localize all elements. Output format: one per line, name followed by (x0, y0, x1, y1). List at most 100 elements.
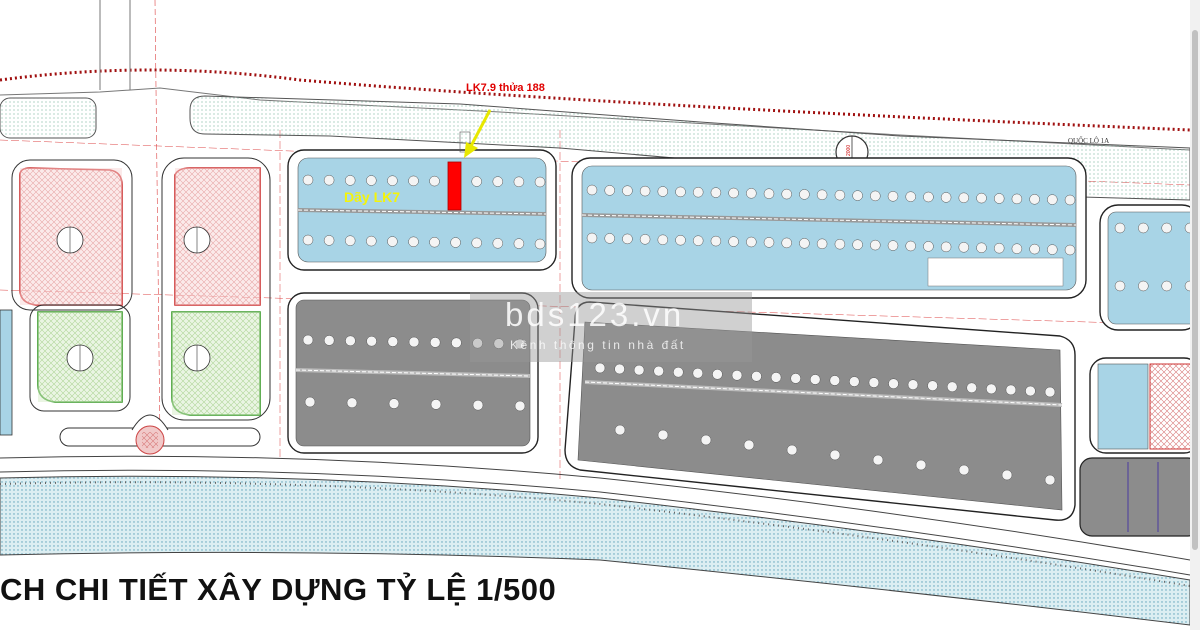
lot-marker-icon (1064, 194, 1076, 206)
lot-marker-icon (471, 176, 482, 187)
vertical-scrollbar[interactable] (1190, 0, 1200, 630)
lot-marker-icon (781, 188, 792, 200)
lot-marker-icon (940, 192, 952, 203)
lot-marker-icon (1011, 243, 1023, 254)
lot-marker-icon (472, 337, 483, 349)
lot-marker-icon (1044, 386, 1056, 398)
lot-marker-icon (710, 235, 722, 247)
lot-marker-icon (492, 176, 504, 187)
lot-marker-icon (1138, 222, 1149, 234)
lot-marker-icon (1005, 384, 1017, 396)
lot-marker-icon (1114, 222, 1126, 234)
lot-marker-icon (657, 234, 669, 246)
lot-marker-icon (834, 238, 846, 250)
lot-marker-icon (513, 176, 525, 188)
lot-marker-icon (1011, 193, 1023, 205)
lot-marker-icon (534, 176, 546, 188)
lot-marker-icon (472, 399, 484, 411)
lot-marker-icon (408, 175, 419, 187)
lot-marker-icon (344, 235, 356, 246)
lot-marker-icon (743, 439, 755, 451)
lot-marker-icon (852, 239, 863, 250)
lot-marker-icon (872, 454, 884, 466)
lot-marker-icon (816, 238, 828, 250)
lot-marker-icon (429, 236, 440, 248)
highlighted-lot-lk7-9[interactable] (447, 161, 462, 211)
lot-marker-icon (430, 399, 442, 410)
lot-marker-icon (387, 336, 399, 347)
lot-marker-icon (829, 449, 841, 461)
pointer-arrow-icon (464, 109, 492, 158)
lot-marker-icon (966, 382, 977, 394)
lot-marker-icon (346, 397, 358, 409)
lot-marker-icon (534, 238, 546, 250)
lot-marker-icon (923, 241, 934, 252)
lot-marker-icon (388, 398, 400, 409)
lot-marker-icon (746, 188, 757, 199)
lot-marker-icon (993, 193, 1005, 204)
lot-marker-icon (1161, 222, 1172, 234)
lot-marker-icon (763, 188, 775, 199)
lot-marker-icon (1029, 243, 1040, 255)
lot-marker-icon (1025, 385, 1036, 397)
lot-marker-icon (323, 335, 335, 346)
lot-marker-icon (781, 237, 792, 249)
lot-marker-icon (1001, 469, 1013, 481)
lot-marker-icon (604, 233, 615, 244)
lot-marker-icon (366, 235, 377, 247)
lot-marker-icon (408, 236, 419, 248)
lot-marker-icon (514, 400, 526, 412)
lot-marker-icon (622, 185, 633, 196)
lot-marker-icon (976, 242, 987, 254)
lot-marker-icon (345, 335, 356, 347)
lot-marker-icon (852, 190, 863, 201)
lot-marker-icon (408, 336, 420, 348)
lot-marker-icon (915, 459, 927, 471)
watermark-box (470, 292, 752, 362)
plan-title: CH CHI TIẾT XÂY DỰNG TỶ LỆ 1/500 (0, 572, 557, 607)
lot-marker-icon (673, 366, 684, 378)
lot-marker-icon (986, 383, 997, 395)
lot-marker-icon (514, 338, 526, 350)
lot-marker-icon (834, 189, 846, 201)
lot-marker-icon (746, 236, 757, 248)
lot-marker-icon (958, 464, 970, 476)
row-lk7-label: Dãy LK7 (344, 189, 401, 205)
lot-marker-icon (786, 444, 798, 456)
lot-marker-icon (728, 187, 739, 199)
lot-marker-icon (675, 234, 686, 246)
lot-marker-icon (816, 189, 828, 201)
lot-marker-icon (907, 379, 919, 390)
watermark-logo: bds123.vn (505, 296, 685, 333)
lot-marker-icon (492, 238, 504, 249)
lot-marker-icon (1029, 194, 1040, 205)
lot-marker-icon (868, 377, 880, 388)
lot-marker-icon (887, 191, 899, 202)
lot-marker-icon (586, 232, 598, 244)
highway-label: QUỐC LỘ 1A (1068, 137, 1110, 145)
lot-marker-icon (1047, 244, 1058, 255)
lot-marker-icon (849, 376, 860, 387)
lot-marker-icon (429, 337, 441, 348)
lot-marker-icon (976, 192, 987, 204)
lot-marker-icon (710, 187, 722, 198)
lot-marker-icon (905, 240, 916, 252)
lot-marker-icon (513, 238, 525, 249)
lot-marker-icon (366, 335, 377, 347)
lot-marker-icon (633, 364, 645, 376)
lot-marker-icon (870, 190, 881, 202)
scrollbar-thumb[interactable] (1192, 30, 1198, 550)
lot-marker-icon (870, 239, 881, 251)
lot-marker-icon (728, 236, 739, 247)
lot-marker-icon (790, 373, 801, 384)
lot-marker-icon (799, 189, 810, 200)
lot-marker-icon (946, 381, 958, 393)
lot-marker-icon (927, 380, 938, 391)
lot-marker-icon (387, 175, 398, 186)
lot-marker-icon (958, 242, 970, 253)
lot-marker-icon (614, 424, 626, 436)
lot-marker-icon (1161, 280, 1172, 292)
lot-marker-icon (887, 240, 899, 251)
lot-marker-icon (366, 175, 377, 186)
svg-text:2000: 2000 (846, 145, 852, 156)
